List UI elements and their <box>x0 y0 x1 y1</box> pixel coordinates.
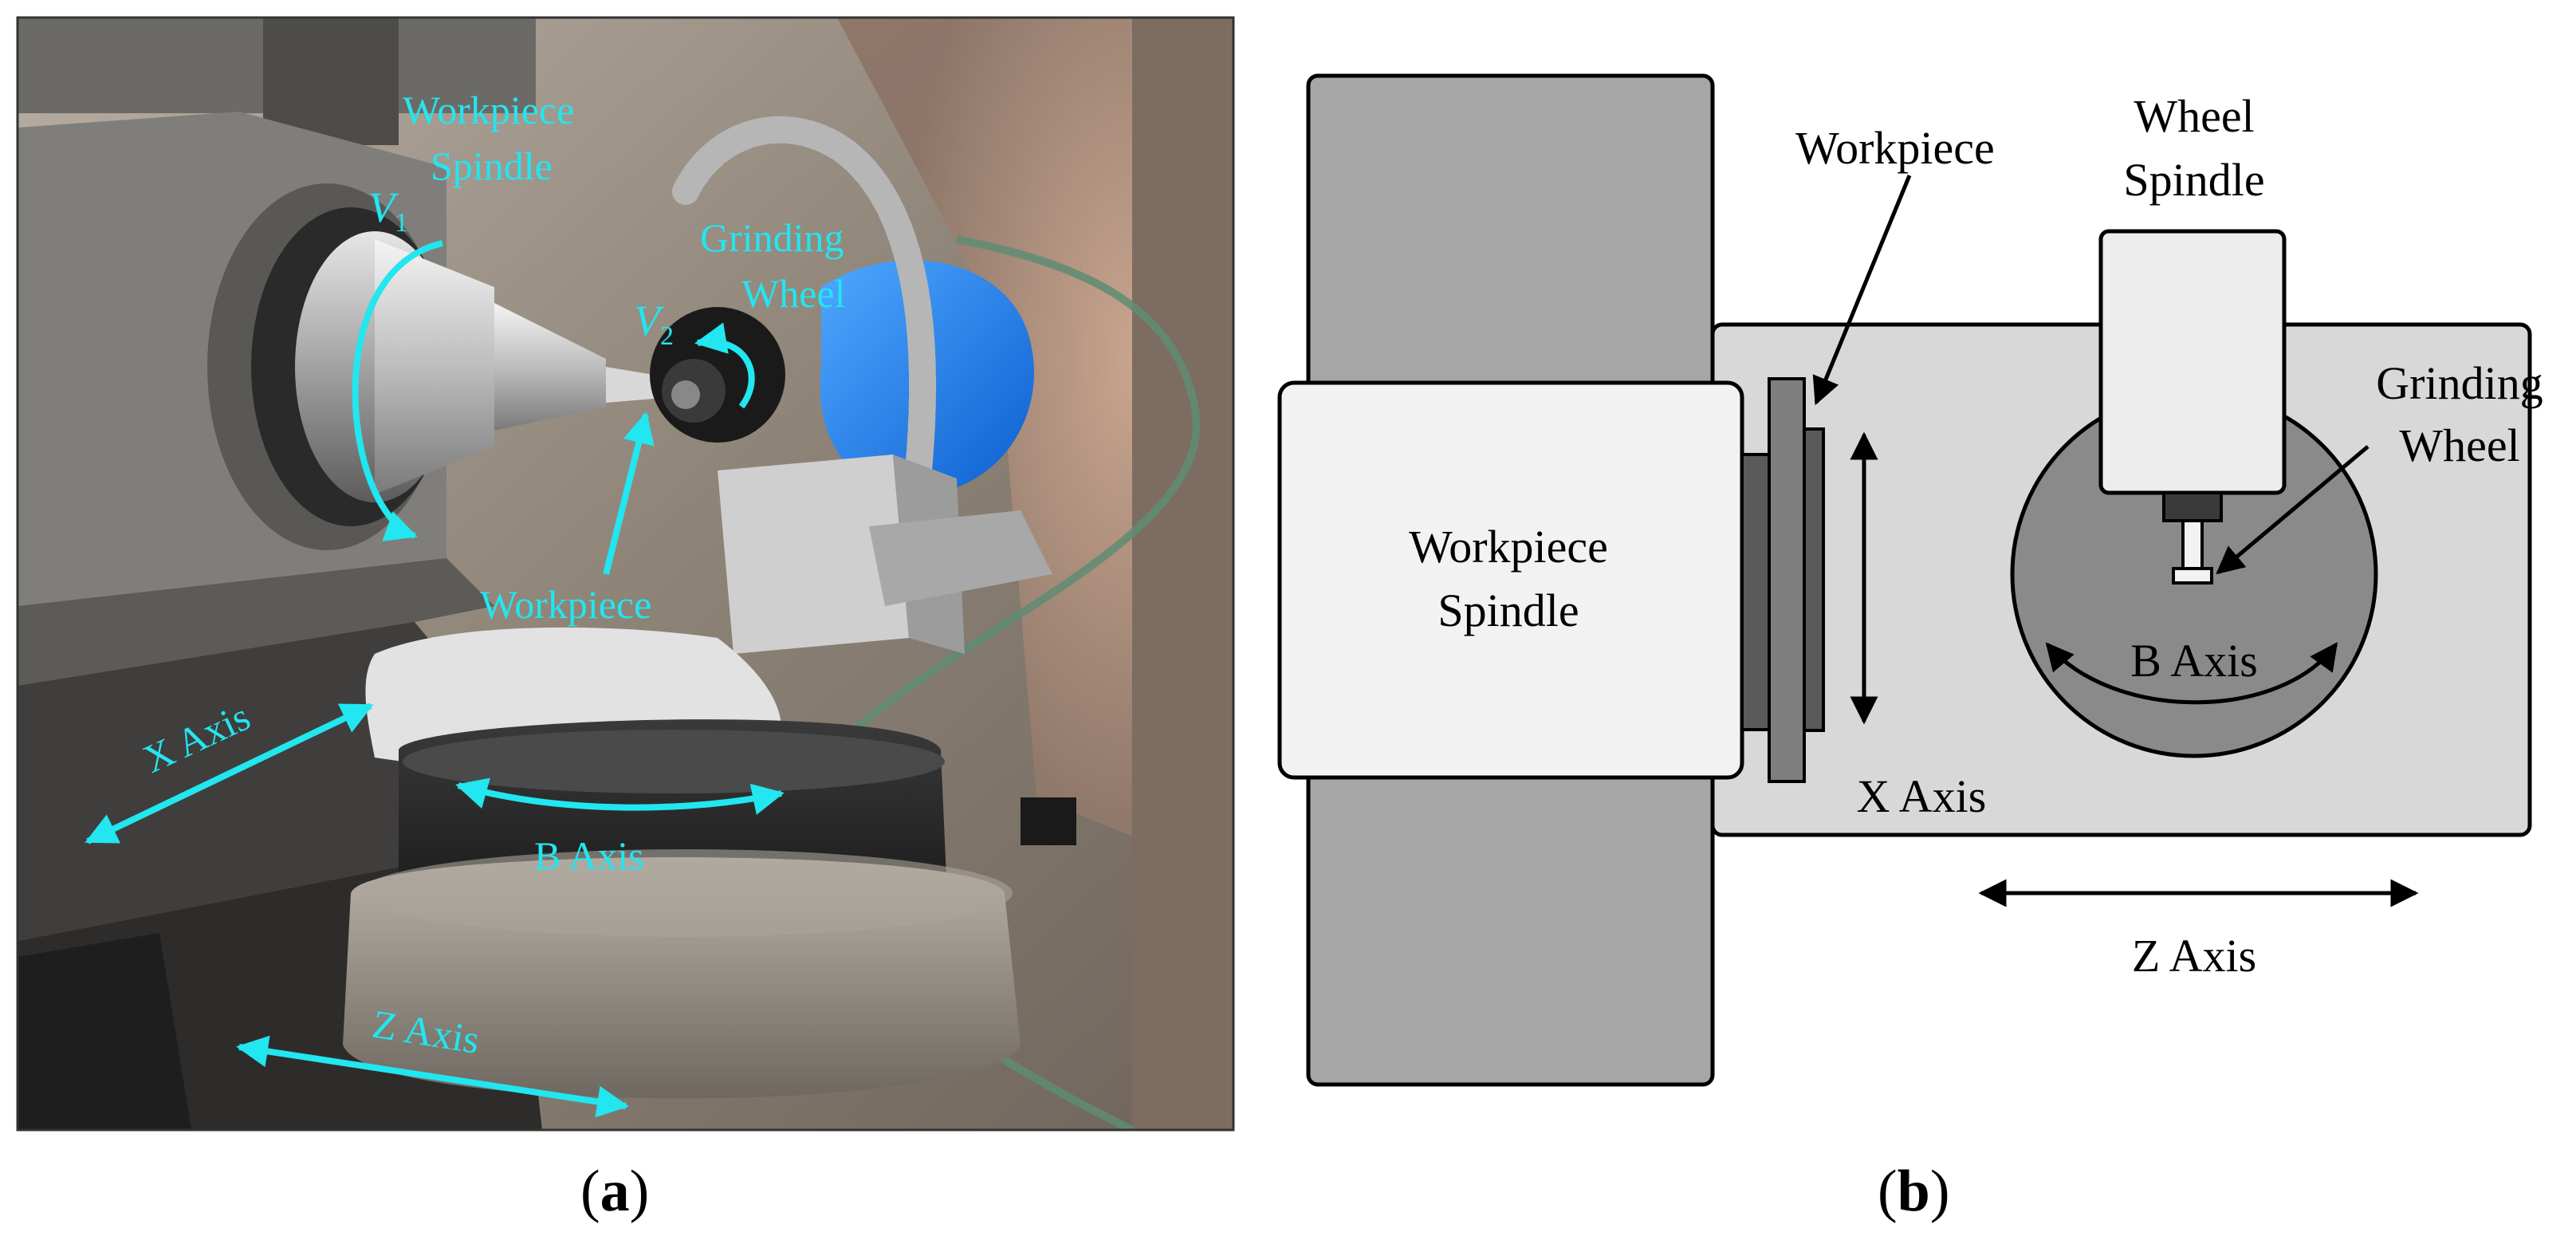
wheel-spindle <box>2098 229 2287 495</box>
grinding-wheel-pointer-arrow <box>2216 445 2370 575</box>
panel-a-photo: Workpiece Spindle V1 Grinding Wheel V2 W… <box>16 16 1235 1132</box>
workpiece-spindle-label-line2: Spindle <box>431 144 553 188</box>
grinding-wheel-label-line2: Wheel <box>741 271 845 316</box>
workpiece-plate <box>1803 427 1825 732</box>
wheel-spindle-label-line1: Wheel <box>2134 90 2254 142</box>
b-axis-label-b: B Axis <box>2130 635 2258 687</box>
photo-frame <box>16 16 1235 1132</box>
workpiece-pointer-arrow <box>603 411 655 575</box>
v2-symbol: V2 <box>634 297 674 351</box>
z-axis-arrow <box>236 1035 629 1118</box>
annotation-arrows <box>85 240 785 1118</box>
workpiece-label: Workpiece <box>480 582 651 627</box>
b-axis-arrow-b <box>2045 642 2338 705</box>
workpiece-spindle-label-b-line1: Workpiece <box>1409 521 1608 573</box>
wheel-spindle-label-line2: Spindle <box>2123 154 2264 206</box>
grinding-wheel <box>2172 567 2213 585</box>
panel-b-caption: (b) <box>1878 1159 1950 1224</box>
chuck <box>1740 453 1771 731</box>
workpiece-spindle-head <box>1277 380 1744 780</box>
z-axis-label-b: Z Axis <box>2132 930 2256 982</box>
b-axis-label: B Axis <box>534 833 644 878</box>
grinding-wheel-label-line1: Grinding <box>2376 357 2543 409</box>
b-axis-arrow <box>455 777 785 815</box>
wheel-shaft <box>2181 519 2204 570</box>
panel-a-caption: (a) <box>580 1159 650 1224</box>
x-axis-arrow <box>85 703 374 844</box>
machine-photo <box>18 18 1233 1130</box>
workpiece-label-b: Workpiece <box>1795 122 1995 174</box>
workpiece-pointer-arrow-b <box>1812 175 1912 406</box>
workpiece-spindle-label-b-line2: Spindle <box>1437 585 1579 636</box>
wheel-spindle-nose <box>2162 491 2223 522</box>
x-axis-label-b: X Axis <box>1857 770 1987 822</box>
workpiece-spindle-label-line1: Workpiece <box>403 88 574 132</box>
v2-rotation-arrow <box>694 322 755 409</box>
v1-symbol: V1 <box>368 183 408 238</box>
grinding-wheel-label-line2: Wheel <box>2399 419 2519 471</box>
workpiece-disc <box>1768 377 1806 783</box>
panel-b-schematic: Workpiece Wheel Spindle Grinding Wheel W… <box>1277 73 2543 1087</box>
v1-rotation-arrow <box>352 240 443 541</box>
grinding-wheel-label-line1: Grinding <box>700 215 844 260</box>
